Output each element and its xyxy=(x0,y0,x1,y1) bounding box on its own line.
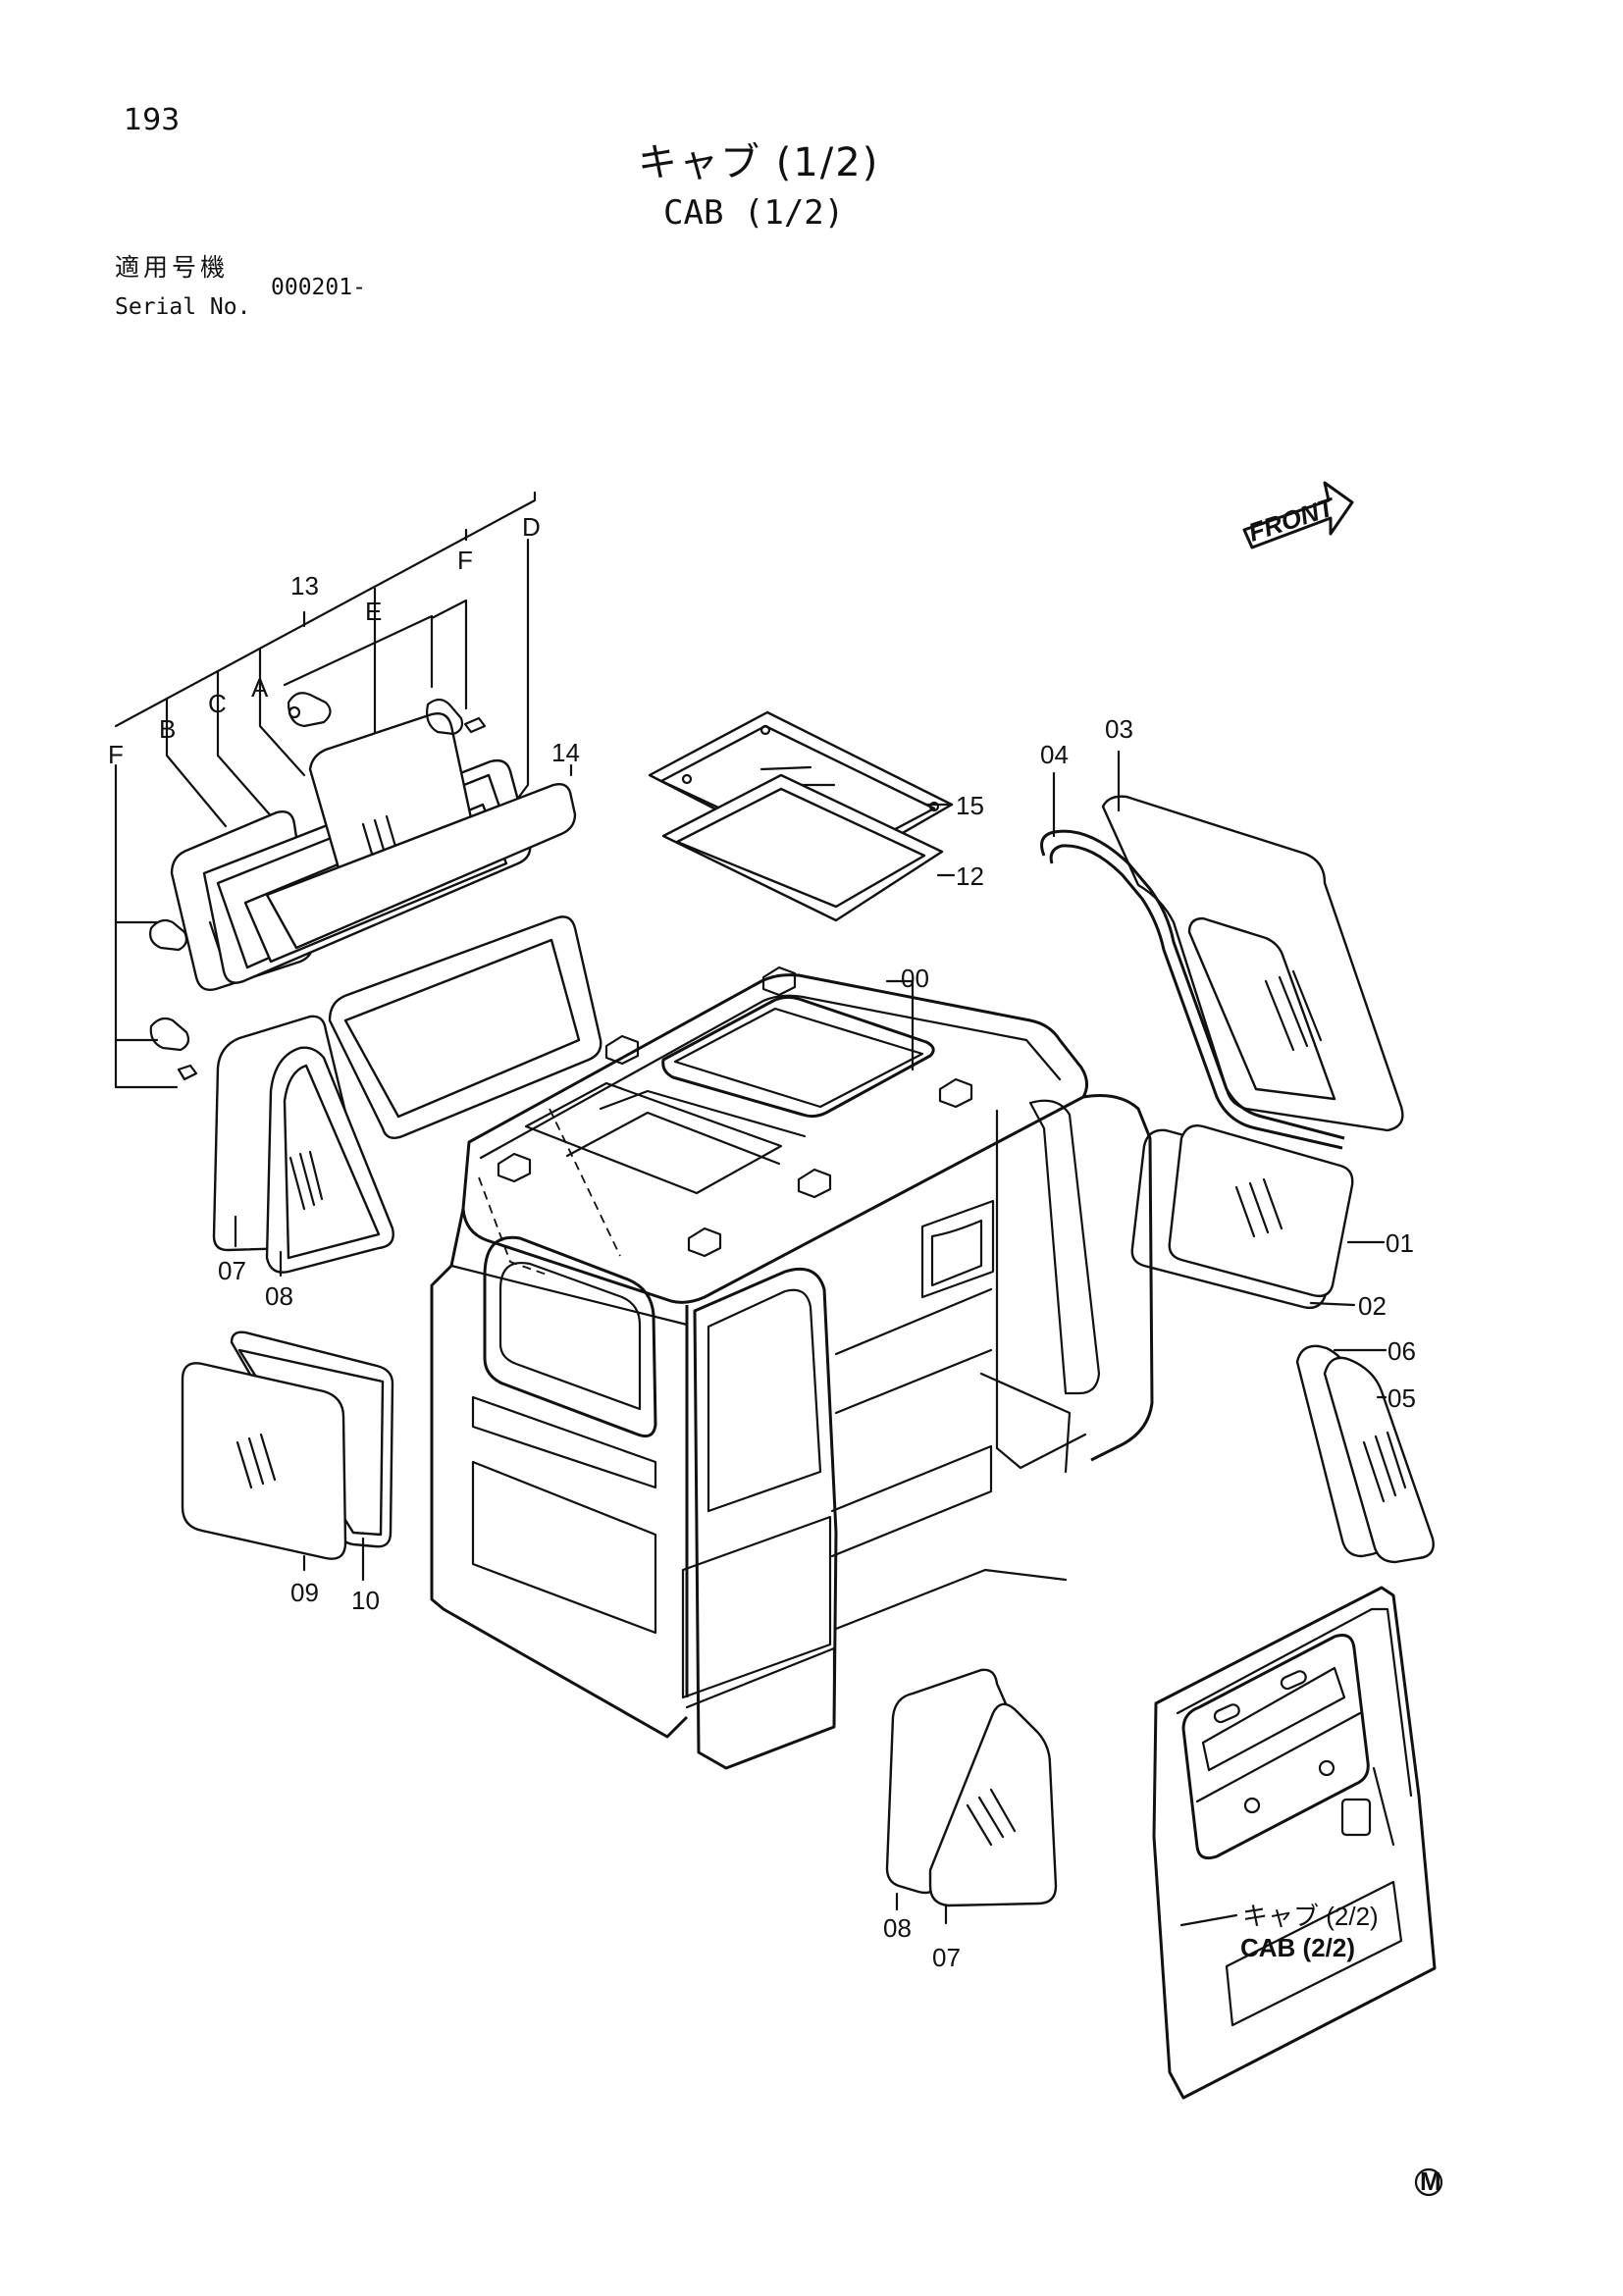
callout-05: 05 xyxy=(1387,1383,1416,1413)
callout-07-lower: 07 xyxy=(932,1943,961,1972)
callout-15: 15 xyxy=(956,791,984,820)
lower-front-window xyxy=(1130,1124,1354,1310)
callout-03: 03 xyxy=(1105,714,1133,744)
serial-label-en: Serial No. xyxy=(115,294,251,320)
sub-callout-d: D xyxy=(522,512,541,542)
leader-tree-13 xyxy=(114,491,537,1089)
page-number: 193 xyxy=(124,103,181,137)
callout-02: 02 xyxy=(1358,1291,1387,1321)
quarter-window-lower xyxy=(885,1668,1058,1907)
cab-door xyxy=(1152,1586,1437,2100)
sub-callout-c: C xyxy=(208,689,227,718)
quarter-window-left xyxy=(212,1015,394,1274)
leader-lines xyxy=(234,750,1387,1927)
callout-14: 14 xyxy=(551,738,580,767)
quarter-window-right xyxy=(1295,1344,1435,1564)
serial-label-jp: 適用号機 xyxy=(115,253,230,282)
serial-number: 000201- xyxy=(271,275,366,300)
page-title-jp: キャブ (1/2) xyxy=(638,140,880,185)
callout-10: 10 xyxy=(351,1586,380,1615)
front-arrow-icon: FRONT xyxy=(1242,481,1354,549)
cab-body xyxy=(430,965,1154,1770)
page-title-en: CAB (1/2) xyxy=(663,193,845,233)
front-window xyxy=(1040,795,1404,1150)
callout-12: 12 xyxy=(956,861,984,891)
cross-ref-jp: キャブ (2/2) xyxy=(1242,1902,1379,1931)
cross-ref-en: CAB (2/2) xyxy=(1240,1933,1355,1962)
callout-01: 01 xyxy=(1386,1228,1414,1258)
callout-06: 06 xyxy=(1387,1336,1416,1366)
side-window-assembly xyxy=(149,692,602,1139)
callout-09: 09 xyxy=(290,1578,319,1607)
sub-callout-f-top: F xyxy=(457,546,473,575)
corner-mark: M xyxy=(1414,2166,1443,2197)
corner-mark-letter: M xyxy=(1420,2166,1441,2196)
sub-callout-a: A xyxy=(251,673,269,703)
rear-side-window xyxy=(181,1331,394,1560)
callout-08-left: 08 xyxy=(265,1281,293,1311)
callout-08-lower: 08 xyxy=(883,1913,912,1943)
front-label: FRONT xyxy=(1245,492,1339,548)
sub-callout-e: E xyxy=(365,597,382,626)
callout-04: 04 xyxy=(1040,740,1069,769)
roof-hatch xyxy=(648,710,954,922)
callout-07-left: 07 xyxy=(218,1256,246,1285)
sub-callout-b: B xyxy=(159,714,176,744)
sub-callout-f-left: F xyxy=(108,740,124,769)
callout-00: 00 xyxy=(901,964,929,993)
callout-13: 13 xyxy=(290,571,319,600)
